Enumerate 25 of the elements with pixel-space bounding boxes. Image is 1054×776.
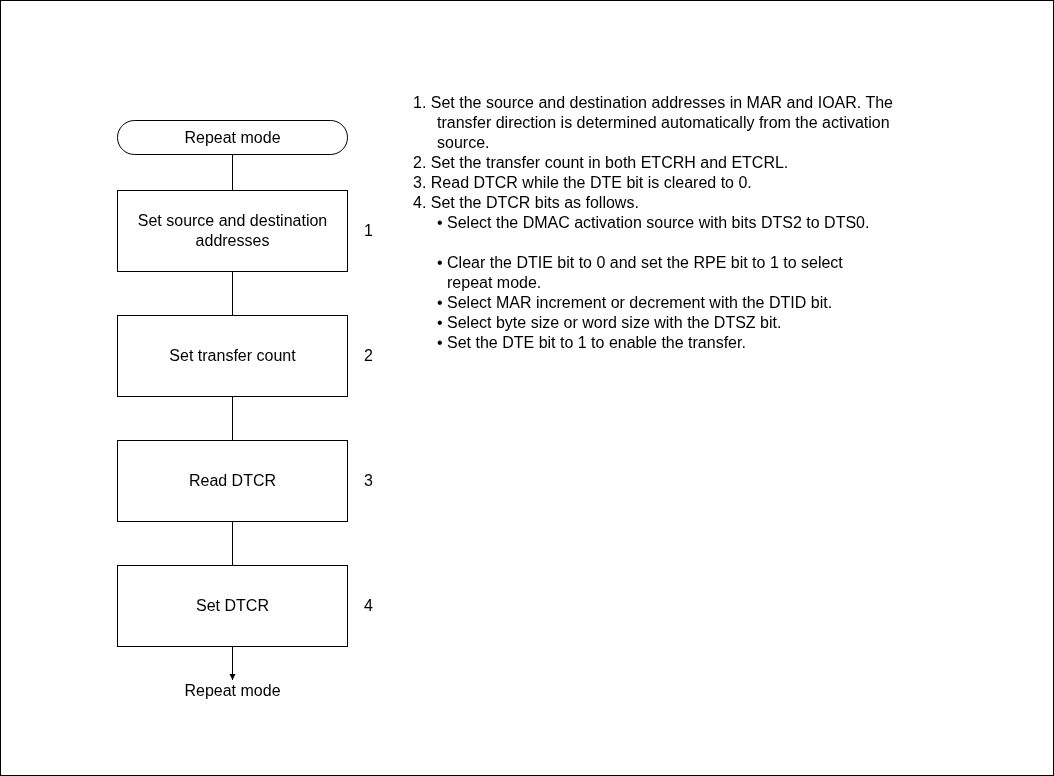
step-note: 1. Set the source and destination addresses in MAR and IOAR. The transfer direction is determined automatically from the activation source. bbox=[413, 93, 893, 153]
bullet-note: • Select MAR increment or decrement with the DTID bit. bbox=[437, 293, 834, 313]
step-text: Repeat mode bbox=[184, 681, 281, 701]
step-text: Set transfer count bbox=[169, 346, 296, 366]
step-number: 3 bbox=[364, 471, 373, 491]
connector-line bbox=[232, 396, 233, 441]
step-note: 4. Set the DTCR bits as follows. bbox=[413, 193, 640, 213]
connector-line bbox=[232, 521, 233, 566]
step-text: Repeat mode bbox=[184, 127, 281, 148]
bullet-note: • Select the DMAC activation source with bits DTS2 to DTS0. bbox=[437, 213, 871, 233]
bullet-note: • Clear the DTIE bit to 0 and set the RPE bit to 1 to select repeat mode. bbox=[437, 253, 844, 293]
step-note: 2. Set the transfer count in both ETCRH and ETCRL. bbox=[413, 153, 790, 173]
step-text: Set source and destination addresses bbox=[136, 211, 329, 251]
step-text: Read DTCR bbox=[188, 471, 277, 491]
step-number: 2 bbox=[364, 346, 373, 366]
step-text: Set DTCR bbox=[196, 596, 269, 616]
connector-line bbox=[232, 154, 233, 191]
step-number: 1 bbox=[364, 221, 373, 241]
arrow bbox=[229, 646, 236, 681]
step-number: 4 bbox=[364, 596, 373, 616]
connector-line bbox=[232, 271, 233, 316]
terminal-shape bbox=[117, 120, 348, 155]
bullet-note: • Select byte size or word size with the DTSZ bit. bbox=[437, 313, 783, 333]
bullet-note: • Set the DTE bit to 1 to enable the transfer. bbox=[437, 333, 747, 353]
step-note: 3. Read DTCR while the DTE bit is cleared to 0. bbox=[413, 173, 753, 193]
